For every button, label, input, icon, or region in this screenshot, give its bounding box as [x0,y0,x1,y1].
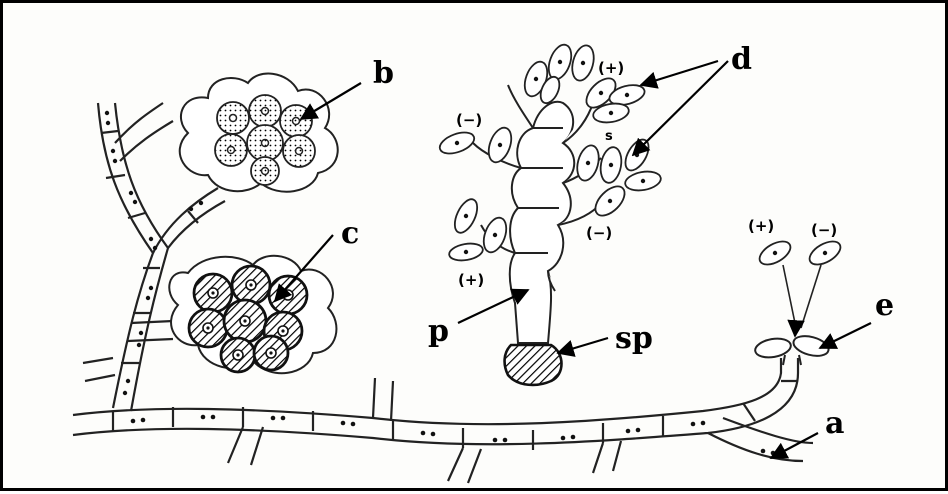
label-sp: sp [615,321,653,356]
label-a: a [825,406,844,441]
sign-minus-right: (−) [811,221,837,239]
spore-sp [505,345,562,385]
sign-plus-right: (+) [748,217,774,235]
structure-c [169,256,336,373]
label-p: p [428,314,449,349]
e-lines [783,265,821,328]
sign-s: s [605,129,613,144]
label-e: e [875,288,894,323]
sign-minus-mid: (−) [586,224,612,242]
sporophore [473,85,601,343]
sign-minus-left: (−) [456,111,482,129]
spores-d [437,42,844,270]
sign-plus-left: (+) [458,271,484,289]
label-c: c [341,216,359,251]
main-hypha [73,358,813,483]
structure-e [754,333,831,365]
label-b: b [373,56,394,91]
label-d: d [731,42,752,77]
structure-b [180,74,338,192]
sign-plus-top: (+) [598,59,624,77]
fungal-life-cycle-diagram: b c d p sp e a (+) (−) (+) (−) s (+) (−) [3,3,948,494]
